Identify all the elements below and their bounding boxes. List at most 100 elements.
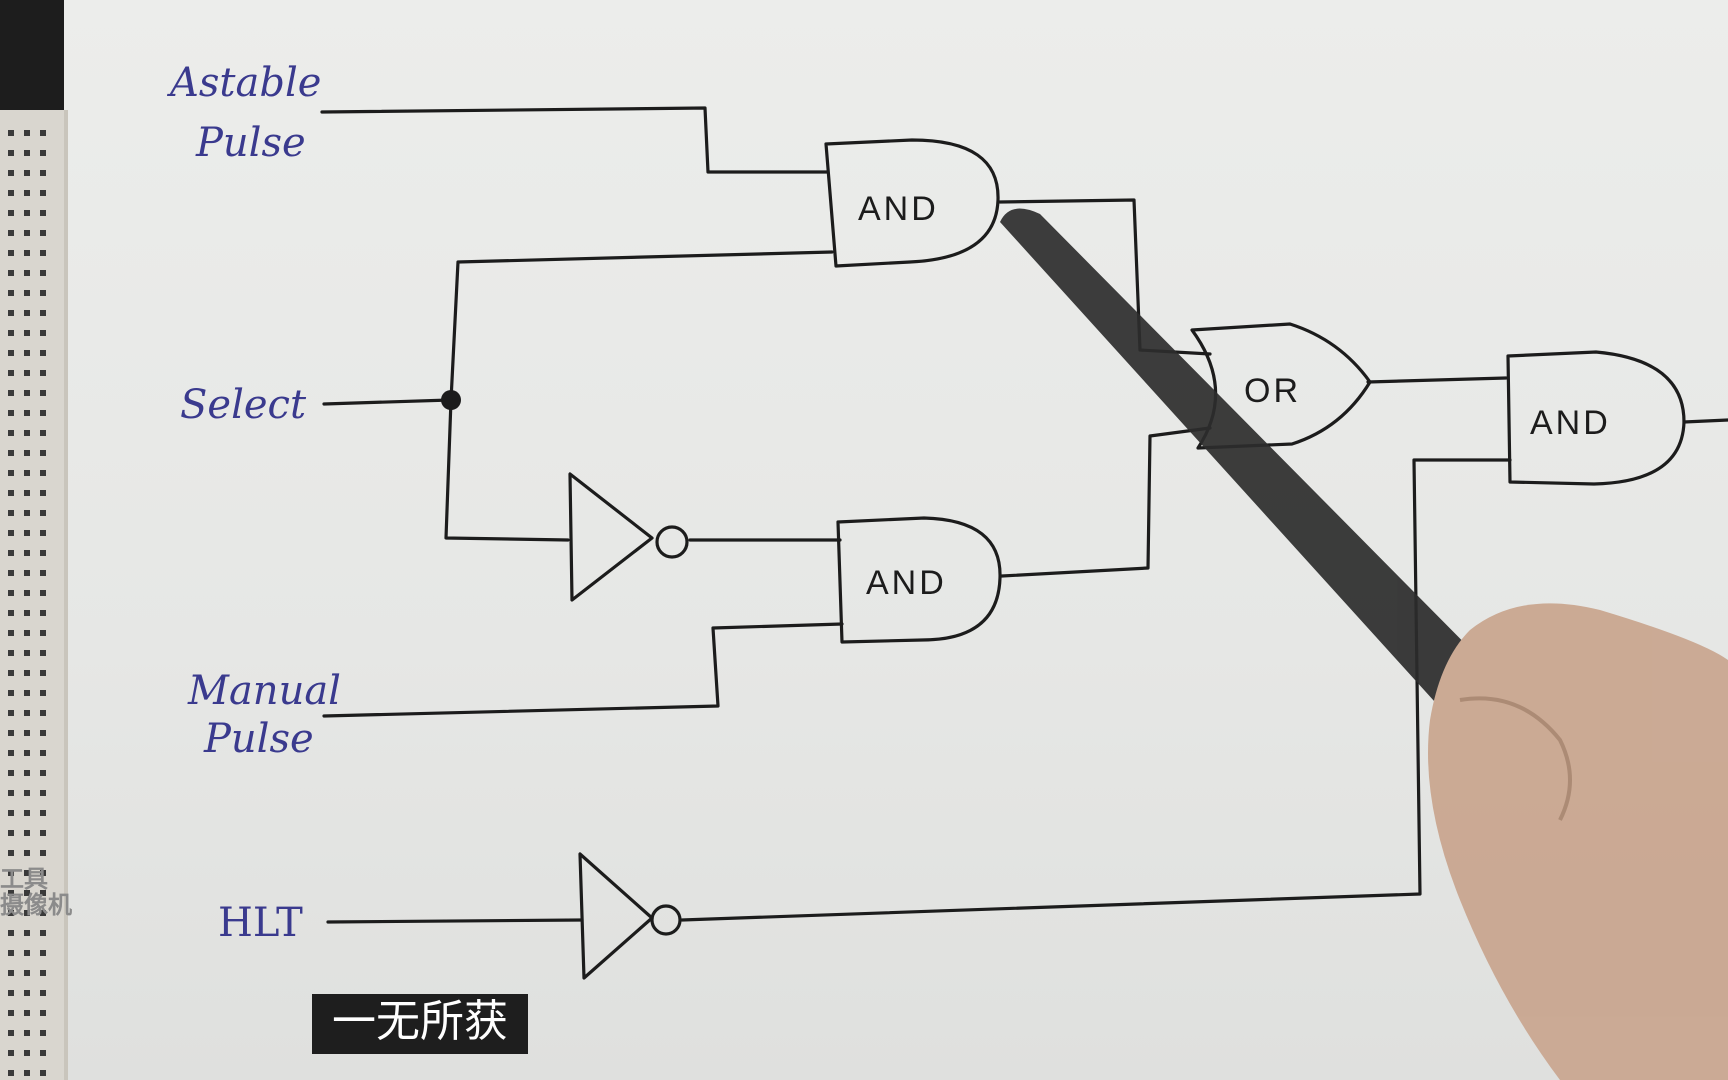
breadboard-hole <box>24 190 30 196</box>
label-hlt: HLT <box>218 900 303 946</box>
breadboard-hole <box>8 470 14 476</box>
breadboard-hole <box>40 310 46 316</box>
breadboard-hole <box>8 610 14 616</box>
breadboard-hole <box>40 510 46 516</box>
breadboard-hole <box>24 310 30 316</box>
and-gate-out <box>1506 350 1686 486</box>
breadboard-hole <box>24 230 30 236</box>
breadboard-hole <box>24 890 30 896</box>
dark-corner <box>0 0 64 110</box>
breadboard-hole <box>40 230 46 236</box>
breadboard-hole <box>40 630 46 636</box>
breadboard-hole <box>24 710 30 716</box>
and-gate-mid <box>836 516 1002 644</box>
breadboard-hole <box>24 1010 30 1016</box>
breadboard-hole <box>8 750 14 756</box>
breadboard-hole <box>24 670 30 676</box>
breadboard-hole <box>8 430 14 436</box>
watermark: 工具 摄像机 <box>0 866 72 919</box>
breadboard-hole <box>8 810 14 816</box>
breadboard-hole <box>24 590 30 596</box>
and-out-label: AND <box>1530 404 1611 442</box>
breadboard-hole <box>40 570 46 576</box>
breadboard-hole <box>24 690 30 696</box>
wire-astable <box>320 106 830 174</box>
breadboard-hole <box>24 970 30 976</box>
wire-hlt-in <box>326 918 584 924</box>
breadboard-hole <box>40 710 46 716</box>
wire-hlt-out <box>680 458 1512 922</box>
breadboard-hole <box>40 470 46 476</box>
breadboard-hole <box>8 910 14 916</box>
wire-and-mid-out <box>1000 426 1212 578</box>
breadboard-hole <box>40 370 46 376</box>
not-gate-select <box>568 472 654 602</box>
or-gate <box>1190 322 1372 450</box>
breadboard-hole <box>40 270 46 276</box>
breadboard-hole <box>24 1050 30 1056</box>
breadboard-hole <box>8 170 14 176</box>
breadboard-hole <box>40 930 46 936</box>
not-bubble-select <box>655 525 689 559</box>
breadboard-edge <box>0 110 68 1080</box>
breadboard-hole <box>8 670 14 676</box>
breadboard-hole <box>24 330 30 336</box>
breadboard-hole <box>24 870 30 876</box>
breadboard-hole <box>24 430 30 436</box>
breadboard-hole <box>40 970 46 976</box>
breadboard-hole <box>40 830 46 836</box>
breadboard-hole <box>8 870 14 876</box>
wire-manual <box>322 622 844 718</box>
breadboard-hole <box>8 790 14 796</box>
and-mid-label: AND <box>866 564 947 602</box>
wire-final-out <box>1682 418 1728 424</box>
breadboard-hole <box>40 690 46 696</box>
breadboard-hole <box>24 790 30 796</box>
breadboard-hole <box>40 810 46 816</box>
breadboard-hole <box>24 630 30 636</box>
wire-or-out <box>1366 376 1508 384</box>
wire-select-up <box>449 250 834 402</box>
breadboard-hole <box>8 990 14 996</box>
breadboard-hole <box>8 410 14 416</box>
breadboard-hole <box>8 510 14 516</box>
not-gate-hlt <box>578 852 654 980</box>
breadboard-hole <box>8 230 14 236</box>
breadboard-hole <box>24 170 30 176</box>
breadboard-hole <box>40 770 46 776</box>
breadboard-hole <box>24 950 30 956</box>
wire-select-down <box>444 398 570 542</box>
label-manual-line2: Pulse <box>203 716 314 762</box>
breadboard-hole <box>24 390 30 396</box>
breadboard-hole <box>40 610 46 616</box>
breadboard-hole <box>8 530 14 536</box>
breadboard-hole <box>24 350 30 356</box>
breadboard-hole <box>24 1030 30 1036</box>
breadboard-hole <box>8 250 14 256</box>
breadboard-hole <box>8 770 14 776</box>
breadboard-hole <box>24 530 30 536</box>
breadboard-hole <box>40 590 46 596</box>
breadboard-hole <box>40 190 46 196</box>
breadboard-hole <box>40 350 46 356</box>
breadboard-hole <box>8 450 14 456</box>
breadboard-hole <box>8 1030 14 1036</box>
breadboard-hole <box>8 390 14 396</box>
breadboard-hole <box>24 210 30 216</box>
breadboard-hole <box>24 750 30 756</box>
breadboard-hole <box>40 390 46 396</box>
breadboard-hole <box>8 890 14 896</box>
breadboard-hole <box>40 750 46 756</box>
breadboard-hole <box>24 770 30 776</box>
paper-background <box>64 0 1728 1080</box>
breadboard-hole <box>40 1050 46 1056</box>
breadboard-hole <box>24 570 30 576</box>
or-label: OR <box>1244 372 1301 410</box>
breadboard-hole <box>8 270 14 276</box>
breadboard-hole <box>8 150 14 156</box>
and-gate-top <box>824 138 1000 268</box>
breadboard-hole <box>24 650 30 656</box>
label-astable-line2: Pulse <box>195 120 306 166</box>
breadboard-hole <box>24 1070 30 1076</box>
